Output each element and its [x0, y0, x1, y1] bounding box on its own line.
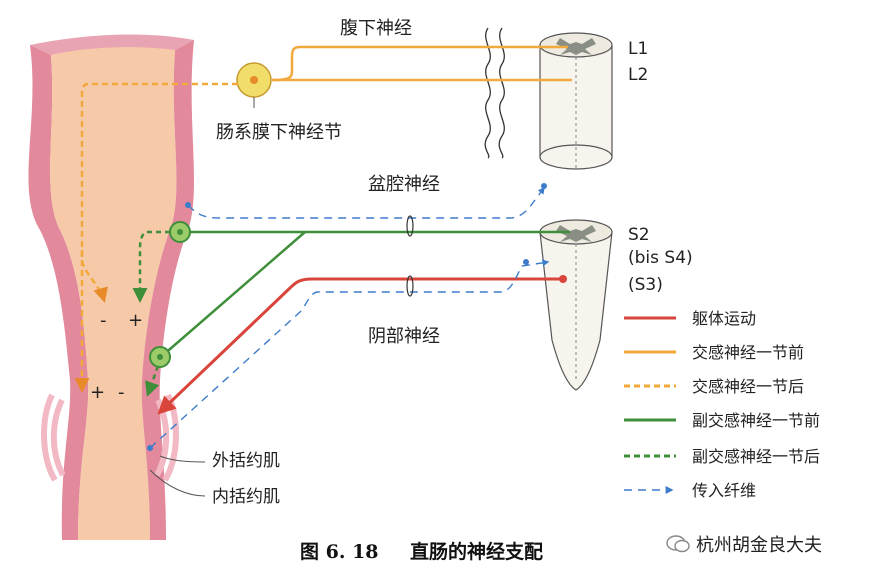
legend-item-somatic: 躯体运动 — [624, 309, 756, 328]
legend-label: 交感神经一节前 — [692, 343, 804, 362]
wechat-icon — [666, 535, 690, 553]
watermark: 杭州胡金良大夫 — [666, 528, 876, 560]
figure-number: 图 6. 18 — [300, 541, 379, 563]
legend-label: 躯体运动 — [692, 309, 756, 328]
figure-title: 直肠的神经支配 — [410, 540, 543, 563]
sympathetic-postganglionic-path — [80, 82, 238, 303]
sympathetic-trunk-wavy — [484, 27, 505, 159]
rectum-wall-right — [141, 40, 194, 540]
legend-item-sympathetic-post: 交感神经一节后 — [624, 377, 804, 396]
label-hypogastric-nerve: 腹下神经 — [340, 18, 412, 39]
sign-minus-lower: - — [118, 382, 125, 403]
sign-plus-lower: + — [90, 382, 105, 403]
afferent-endpoints — [147, 183, 547, 451]
legend: 躯体运动 交感神经一节前 交感神经一节后 副交感神经一节前 副交感神经一节后 传… — [624, 309, 820, 500]
afferent-fibers — [149, 186, 550, 449]
nerve-loop-marks — [406, 215, 414, 297]
rectum-wall-left — [28, 45, 89, 540]
legend-item-parasympathetic-pre: 副交感神经一节前 — [624, 411, 820, 430]
label-external-sphincter: 外括约肌 — [212, 451, 280, 471]
legend-label: 传入纤维 — [692, 481, 756, 500]
spinal-cord-lumbar — [539, 32, 613, 170]
label-pelvic-nerve: 盆腔神经 — [368, 174, 440, 195]
parasympathetic-preganglionic-path — [161, 230, 570, 357]
label-ganglion: 肠系膜下神经节 — [216, 122, 342, 143]
legend-label: 交感神经一节后 — [692, 377, 804, 396]
label-internal-sphincter: 内括约肌 — [212, 487, 280, 507]
parasympathetic-postganglionic-path — [132, 230, 170, 397]
somatic-motor-path — [157, 277, 560, 415]
gray-matter-sacral — [556, 225, 596, 242]
inferior-mesenteric-ganglion — [236, 62, 272, 108]
rectum — [28, 34, 194, 540]
label-s2: S2 — [628, 225, 650, 245]
label-s3: (S3) — [628, 275, 663, 295]
spinal-cord-sacral — [539, 219, 613, 391]
legend-label: 副交感神经一节前 — [692, 411, 820, 430]
sign-minus-upper: - — [100, 310, 107, 331]
legend-item-parasympathetic-post: 副交感神经一节后 — [624, 447, 820, 466]
sphincter-pointers — [149, 455, 206, 497]
sympathetic-preganglionic-path — [271, 45, 572, 82]
legend-item-afferent: 传入纤维 — [624, 481, 756, 500]
label-l1: L1 — [628, 39, 648, 59]
gray-matter-lumbar — [556, 38, 596, 55]
parasympathetic-ganglia — [149, 221, 191, 368]
watermark-text: 杭州胡金良大夫 — [696, 535, 822, 556]
legend-label: 副交感神经一节后 — [692, 447, 820, 466]
label-l2: L2 — [628, 65, 648, 85]
legend-item-sympathetic-pre: 交感神经一节前 — [624, 343, 804, 362]
label-s4: (bis S4) — [628, 248, 693, 268]
rectum-top-rim — [30, 34, 194, 55]
sign-plus-upper: + — [128, 310, 143, 331]
label-pudendal-nerve: 阴部神经 — [368, 326, 440, 347]
